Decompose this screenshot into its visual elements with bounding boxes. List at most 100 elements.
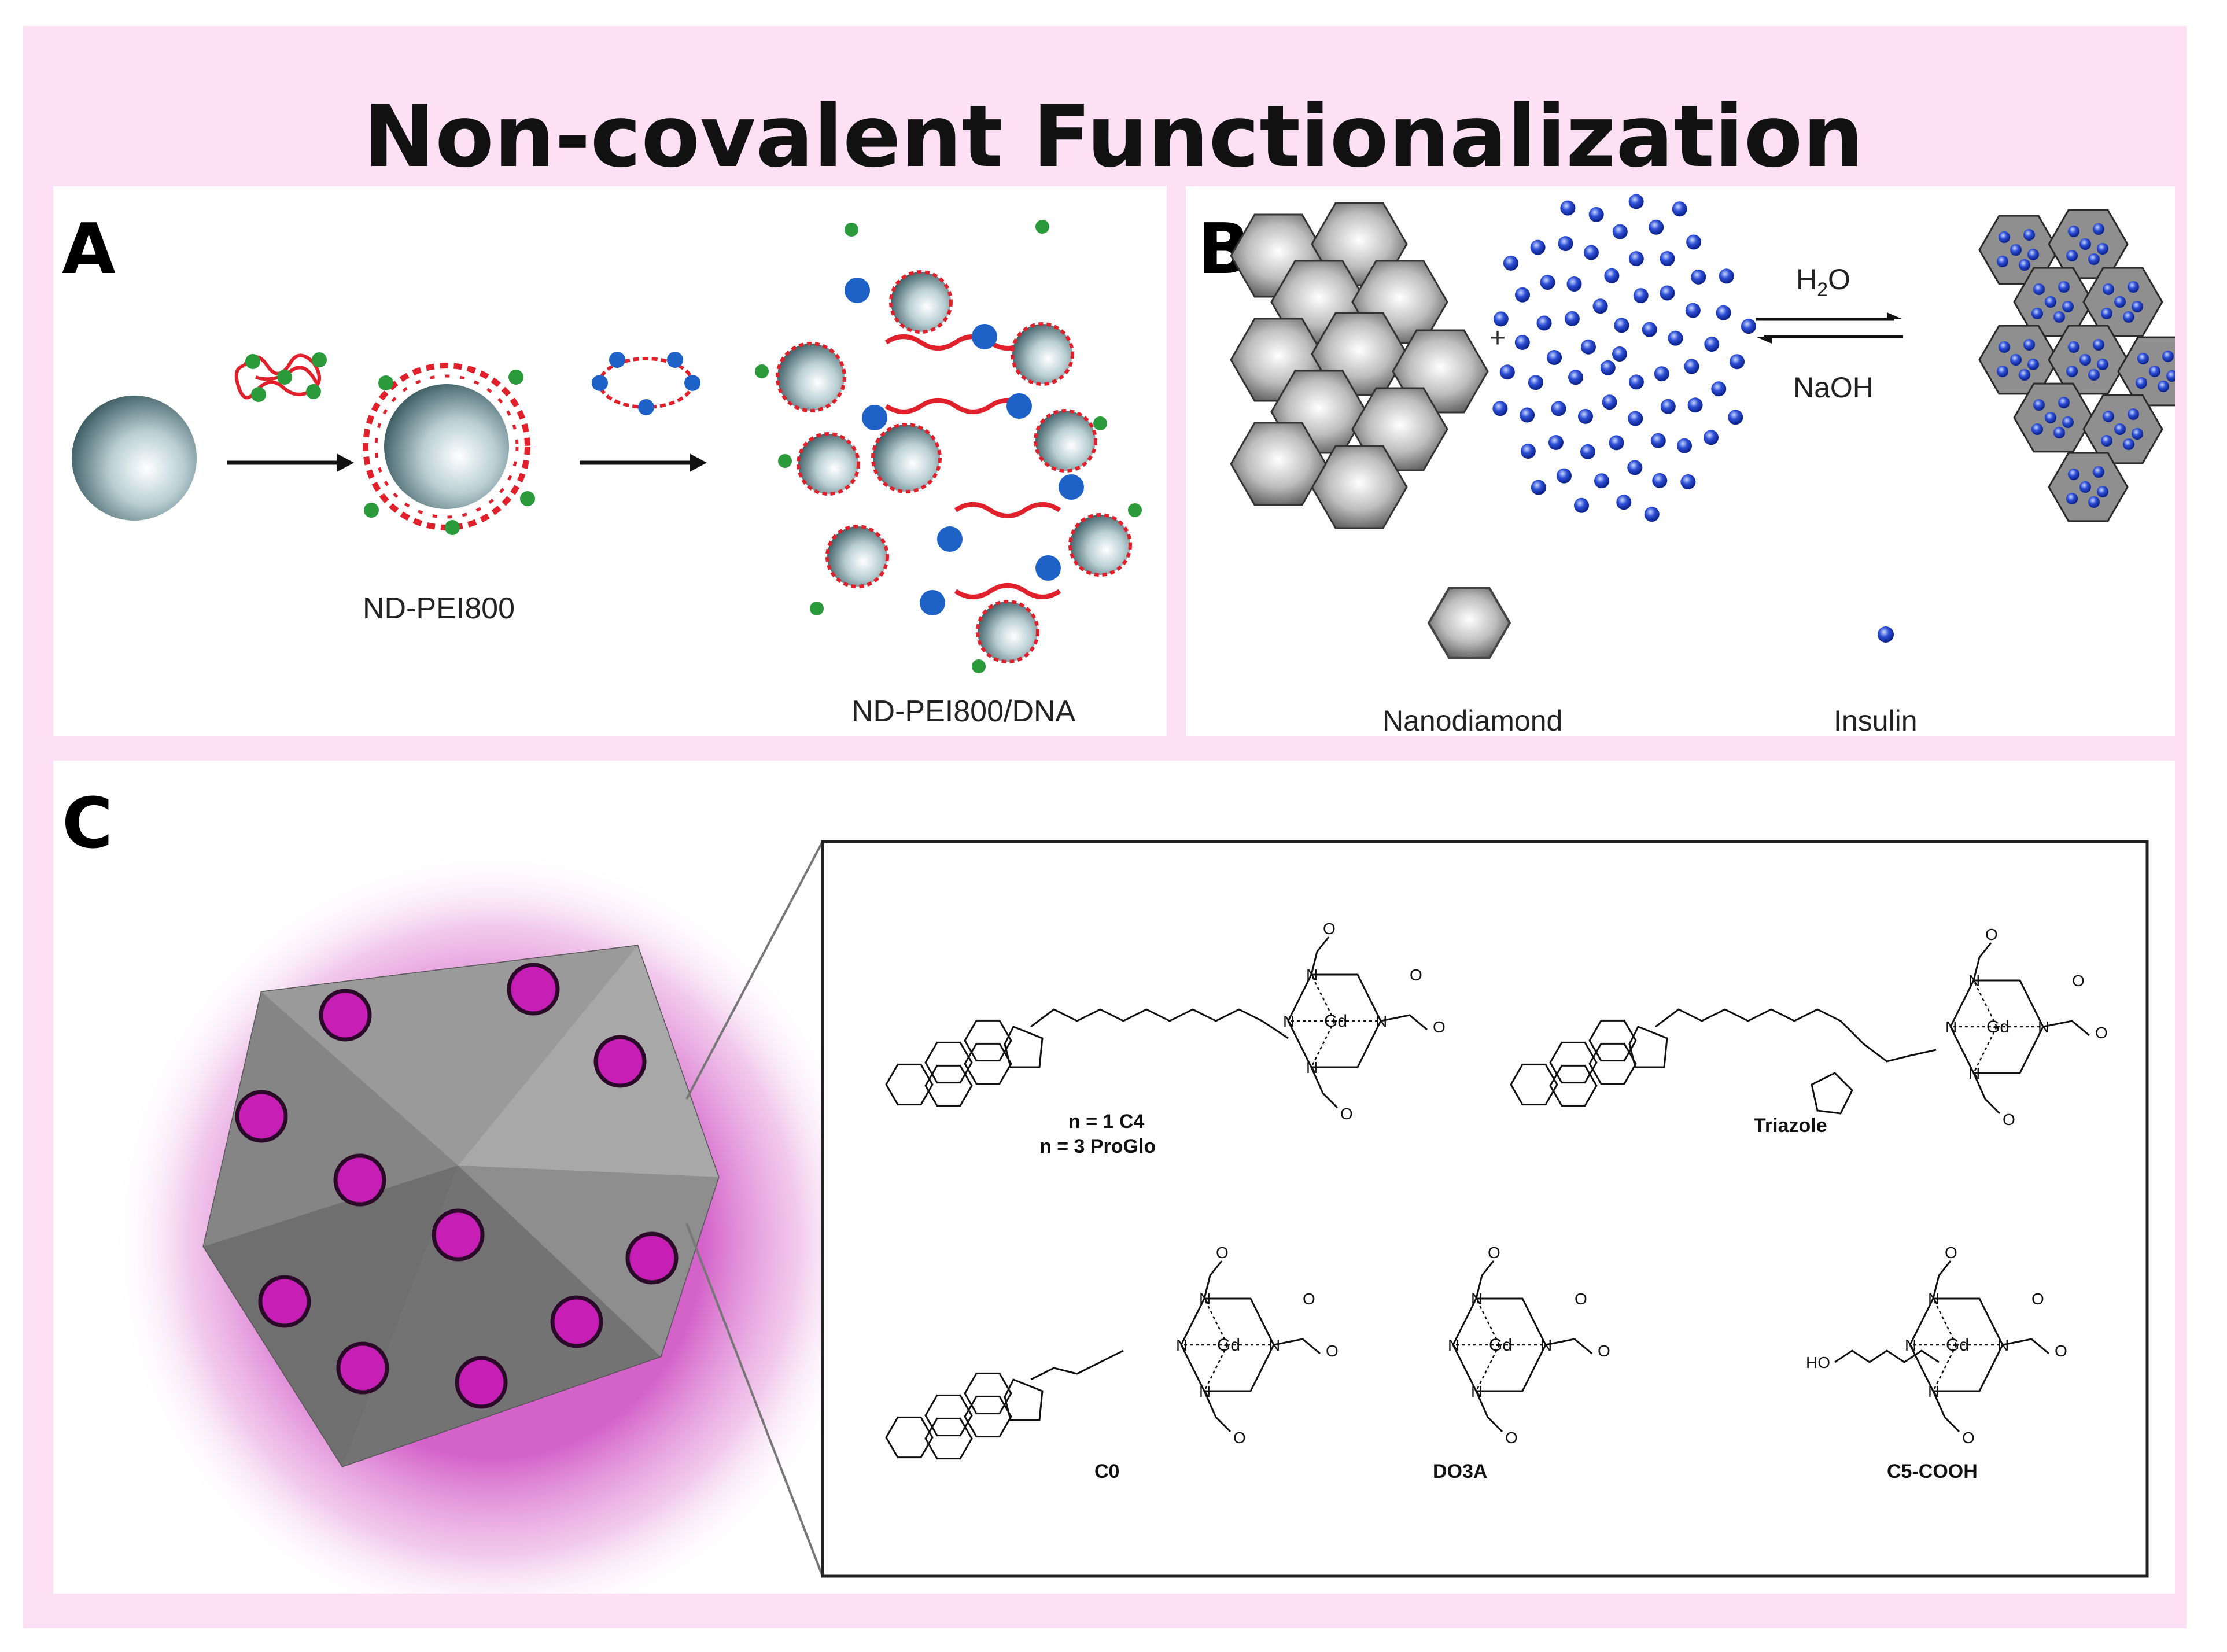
svg-text:Gd: Gd <box>1946 1336 1969 1355</box>
insulin-molecule <box>1668 330 1683 346</box>
insulin-molecule <box>1588 207 1604 222</box>
c5-linker <box>1834 1349 1940 1363</box>
insulin-molecule <box>2045 296 2056 308</box>
insulin-molecule <box>2137 353 2149 364</box>
nanodiamond-legend-icon <box>1427 587 1511 659</box>
steroid-core <box>885 1019 1044 1107</box>
insulin-molecule <box>1604 268 1620 283</box>
svg-text:N: N <box>1199 1290 1211 1308</box>
svg-text:O: O <box>2095 1024 2108 1042</box>
svg-text:Gd: Gd <box>1217 1336 1240 1355</box>
insulin-cloud <box>1492 194 1756 522</box>
insulin-legend-icon <box>1878 626 1894 643</box>
insulin-molecule <box>2088 253 2100 265</box>
insulin-molecule <box>2079 481 2091 493</box>
insulin-molecule <box>1999 231 2010 243</box>
svg-text:O: O <box>1303 1290 1315 1308</box>
insulin-molecule <box>2031 423 2043 435</box>
nd-pei-dna-network <box>755 220 1142 673</box>
insulin-molecule <box>2019 259 2030 271</box>
gd-marker <box>258 1275 311 1328</box>
linker-chain <box>1030 1008 1289 1039</box>
naoh-label: NaOH <box>1793 371 1874 404</box>
insulin-molecule <box>1580 444 1595 459</box>
insulin-molecule <box>2058 281 2070 293</box>
insulin-molecule <box>1704 337 1720 352</box>
insulin-molecule <box>1583 245 1599 260</box>
insulin-molecule <box>2136 377 2147 389</box>
insulin-molecule <box>1677 438 1692 453</box>
insulin-molecule <box>2068 226 2079 237</box>
insulin-molecule <box>1581 339 1596 355</box>
loaded-nanodiamond-cluster <box>1978 209 2175 522</box>
insulin-molecule <box>2128 408 2139 420</box>
svg-text:O: O <box>2031 1290 2044 1308</box>
insulin-molecule <box>2079 354 2091 366</box>
ho-atom: HO <box>1806 1354 1830 1371</box>
panel-b-drawing: + H2O NaOH <box>1230 194 2175 659</box>
insulin-molecule <box>2132 301 2143 312</box>
gd-marker <box>550 1295 603 1348</box>
steroid-core <box>1510 1019 1668 1107</box>
insulin-molecule <box>2093 466 2104 478</box>
nd-pei800-dna-caption: ND-PEI800/DNA <box>851 695 1076 728</box>
insulin-molecule <box>1997 256 2008 267</box>
insulin-molecule <box>1650 433 1666 448</box>
triazole-linker <box>1655 1008 1937 1063</box>
svg-text:N: N <box>1905 1336 1916 1354</box>
gd-marker <box>235 1090 288 1143</box>
insulin-molecule <box>1614 318 1629 333</box>
triazole-ring <box>1811 1072 1853 1115</box>
svg-text:O: O <box>1323 920 1336 938</box>
forward-arrow-head <box>1887 312 1903 319</box>
insulin-molecule <box>1627 460 1643 475</box>
insulin-molecule <box>1680 474 1696 489</box>
svg-text:O: O <box>1233 1429 1246 1447</box>
insulin-molecule <box>2062 416 2074 428</box>
panel-c-label: C <box>62 784 113 864</box>
nd-pei800-caption: ND-PEI800 <box>363 592 515 625</box>
gd-marker <box>319 989 372 1042</box>
insulin-molecule <box>2114 296 2126 308</box>
svg-text:N: N <box>1945 1018 1957 1036</box>
svg-text:N: N <box>1283 1012 1295 1030</box>
gd-marker <box>625 1231 679 1285</box>
panel-a-drawing <box>72 220 1142 673</box>
plus-sign: + <box>1489 323 1506 353</box>
svg-text:Gd: Gd <box>1324 1012 1347 1031</box>
insulin-molecule <box>1633 288 1649 304</box>
svg-text:O: O <box>2003 1111 2015 1129</box>
insulin-molecule <box>2066 366 2078 377</box>
insulin-molecule <box>1578 408 1593 424</box>
insulin-molecule <box>2149 366 2160 377</box>
insulin-molecule <box>1660 285 1675 301</box>
insulin-molecule <box>1592 298 1608 314</box>
svg-text:O: O <box>1433 1018 1446 1036</box>
triazole-label: Triazole <box>1754 1115 1827 1137</box>
insulin-molecule <box>1652 473 1668 488</box>
zoom-line-upper <box>685 841 824 1100</box>
insulin-molecule <box>1528 375 1543 390</box>
insulin-molecule <box>1628 251 1644 267</box>
insulin-molecule <box>1616 495 1632 510</box>
svg-text:O: O <box>1985 925 1998 943</box>
insulin-molecule <box>2162 351 2174 362</box>
svg-text:O: O <box>1326 1342 1339 1360</box>
insulin-molecule <box>1564 311 1580 326</box>
insulin-molecule <box>2103 411 2114 422</box>
svg-text:O: O <box>1216 1244 1229 1262</box>
insulin-molecule <box>1711 381 1727 397</box>
insulin-molecule <box>1492 401 1508 416</box>
svg-text:N: N <box>1176 1336 1188 1354</box>
insulin-molecule <box>2027 359 2039 370</box>
arrow-head-2 <box>690 453 707 472</box>
insulin-molecule <box>1531 480 1546 495</box>
insulin-molecule <box>1730 354 1745 370</box>
insulin-molecule <box>1600 360 1616 375</box>
insulin-legend-label: Insulin <box>1834 705 1918 737</box>
insulin-molecule <box>1548 435 1564 450</box>
svg-text:O: O <box>1505 1429 1518 1447</box>
insulin-molecule <box>1728 410 1743 425</box>
